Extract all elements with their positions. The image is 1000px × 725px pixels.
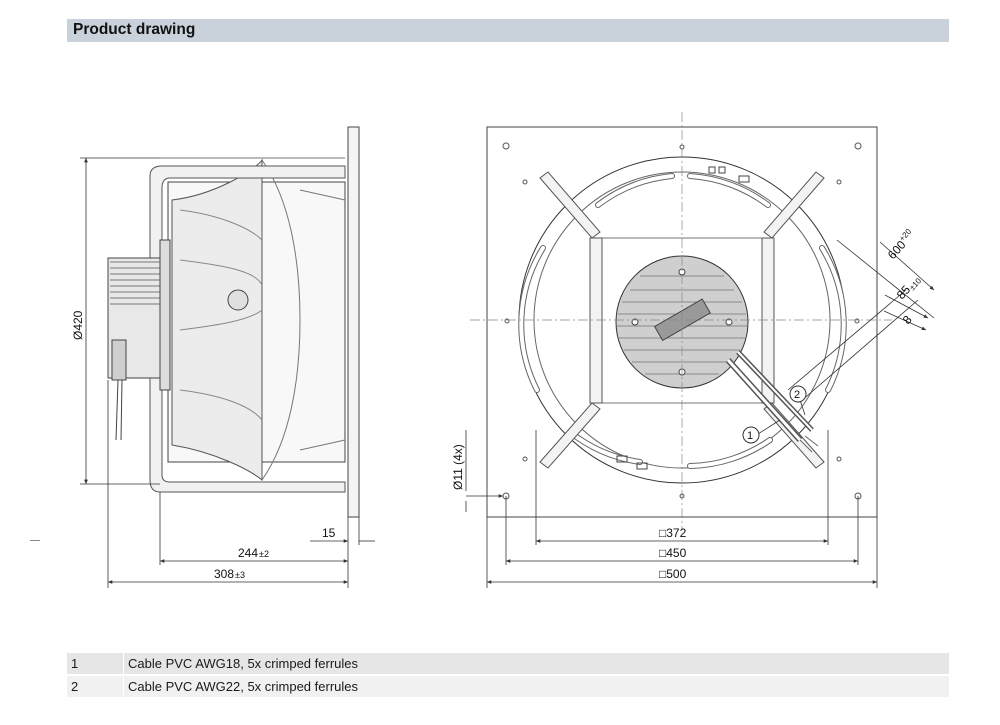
front-dimensions <box>465 239 935 588</box>
product-drawing: Ø420 15 244 ±2 308 ±3 <box>71 112 935 588</box>
ferrule-length-label: 8 <box>900 312 915 327</box>
dim-500-label: □500 <box>659 567 687 581</box>
margin-mark <box>30 540 40 541</box>
legend-row: 2 Cable PVC AWG22, 5x crimped ferrules <box>67 675 949 698</box>
callout-2-circle <box>789 385 807 403</box>
dim-372-label: □372 <box>659 526 687 540</box>
section-header: Product drawing <box>67 19 949 42</box>
legend-table: 1 Cable PVC AWG18, 5x crimped ferrules 2… <box>67 653 949 699</box>
dim-308-label: 308 <box>214 567 234 581</box>
legend-text: Cable PVC AWG22, 5x crimped ferrules <box>123 675 949 698</box>
dim-244-tolerance: ±2 <box>259 549 269 559</box>
hole-diameter-label: Ø11 (4x) <box>451 444 465 490</box>
diameter-label: Ø420 <box>71 310 85 340</box>
callout-1-circle <box>742 426 760 444</box>
callout-circles <box>742 385 807 444</box>
dim-15-label: 15 <box>322 526 336 540</box>
dim-244-label: 244 <box>238 546 258 560</box>
side-view <box>107 126 360 518</box>
section-title: Product drawing <box>73 21 196 38</box>
legend-text: Cable PVC AWG18, 5x crimped ferrules <box>123 653 949 675</box>
mounting-plate <box>347 126 360 518</box>
dim-450-label: □450 <box>659 546 687 560</box>
legend-number: 2 <box>67 675 124 698</box>
dim-308-tolerance: ±3 <box>235 570 245 580</box>
legend-number: 1 <box>67 653 124 675</box>
side-dimensions <box>80 157 375 588</box>
callout-1-label: 1 <box>747 430 753 442</box>
legend-row: 1 Cable PVC AWG18, 5x crimped ferrules <box>67 653 949 675</box>
callout-2-label: 2 <box>794 389 800 401</box>
center-lines <box>470 112 892 530</box>
